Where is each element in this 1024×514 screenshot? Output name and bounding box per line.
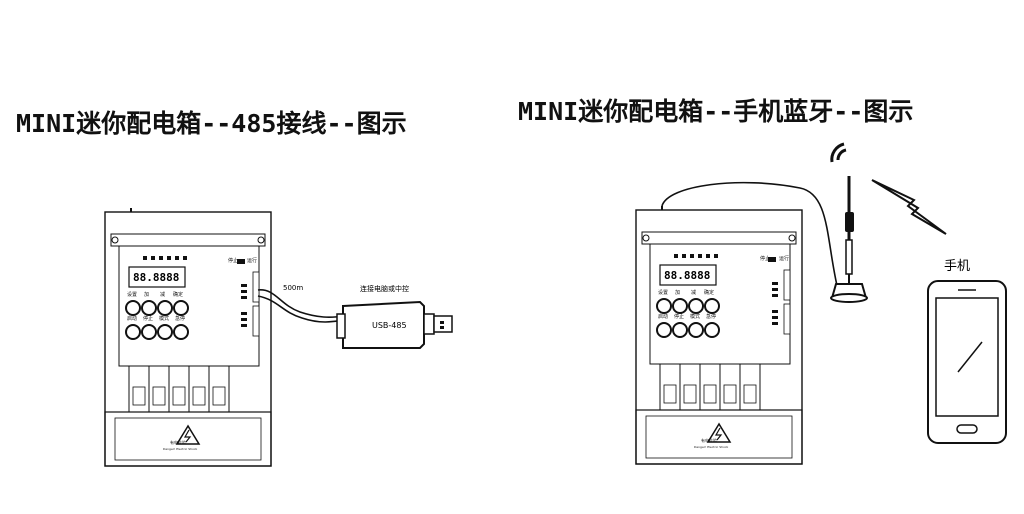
right-diagram-title: MINI迷你配电箱--手机蓝牙--图示 (518, 97, 914, 126)
right-btn-label-6: 停止 (674, 313, 684, 320)
right-warning-sub: Danger! Electric Shock (694, 445, 729, 449)
right-distribution-box (635, 206, 803, 465)
right-btn-label-4: 确定 (704, 289, 714, 296)
right-warning-text: 有电危险 (701, 437, 717, 443)
wireless-lightning-icon (871, 179, 947, 235)
left-display-value: 88.8888 (133, 271, 179, 284)
usb-485-converter (336, 300, 453, 349)
left-btn-label-7: 模式 (159, 315, 169, 322)
rs485-cable (257, 289, 346, 323)
left-btn-label-4: 确定 (173, 291, 183, 298)
right-btn-label-7: 模式 (690, 313, 700, 320)
right-switch-label: 停止 (760, 255, 770, 262)
left-warning-sub: Danger! Electric Shock (163, 447, 198, 451)
left-btn-label-1: 设置 (127, 291, 137, 298)
left-switch-label-2: 运行 (247, 257, 257, 264)
right-btn-label-5: 启动 (658, 313, 668, 320)
right-btn-label-1: 设置 (658, 289, 668, 296)
mobile-phone-icon (927, 280, 1007, 444)
right-btn-label-2: 加 (675, 289, 680, 296)
connect-pc-label: 连接电脑或中控 (360, 284, 409, 293)
left-btn-label-5: 启动 (127, 315, 137, 322)
antenna-cable (661, 181, 839, 291)
left-switch-label: 停止 (228, 257, 238, 264)
left-diagram-title: MINI迷你配电箱--485接线--图示 (16, 109, 407, 138)
bluetooth-antenna-icon (830, 176, 868, 303)
right-display-value: 88.8888 (664, 269, 710, 282)
right-btn-label-8: 急停 (706, 313, 716, 320)
left-warning-text: 有电危险 (170, 439, 186, 445)
left-btn-label-8: 急停 (175, 315, 185, 322)
left-btn-label-6: 停止 (143, 315, 153, 322)
right-switch-label-2: 运行 (779, 255, 789, 262)
phone-label: 手机 (944, 259, 970, 274)
usb-485-label: USB-485 (372, 321, 407, 330)
cable-length-label: 500m (283, 284, 303, 292)
left-distribution-box (104, 208, 272, 467)
left-btn-label-3: 减 (160, 291, 165, 298)
signal-waves-icon (830, 142, 847, 163)
right-btn-label-3: 减 (691, 289, 696, 296)
left-btn-label-2: 加 (144, 291, 149, 298)
